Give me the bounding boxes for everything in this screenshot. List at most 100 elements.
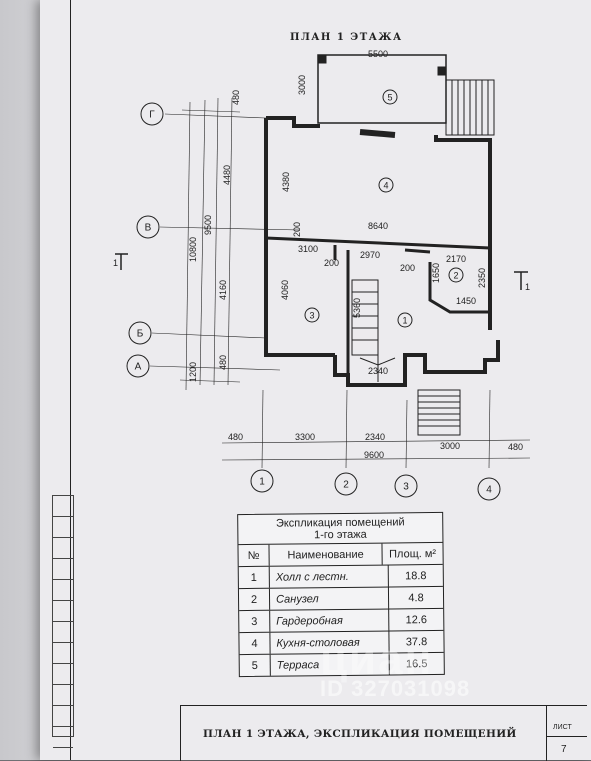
sheet-frame <box>70 0 587 760</box>
terrace-stairs <box>445 79 495 136</box>
axis-v-circle <box>136 215 160 239</box>
terrace-outline <box>317 54 447 124</box>
axis-1-label: 1 <box>259 477 265 488</box>
dim-4060: 4060 <box>280 280 290 300</box>
room-3-label: 3 <box>309 310 314 320</box>
terrace-post-left <box>317 54 327 64</box>
axis-g-label: Г <box>149 110 155 121</box>
row-name: Холл с лестн. <box>269 565 389 588</box>
table-row: 1 Холл с лестн. 18.8 <box>238 564 443 590</box>
table-row: 2 Санузел 4.8 <box>238 586 444 612</box>
left-dimension-lines <box>179 97 241 391</box>
section-mark-left-label: 1 <box>113 258 118 268</box>
axis-3-circle <box>394 474 418 498</box>
section-mark-right-label: 1 <box>525 282 530 292</box>
row-axis-lines <box>149 113 301 371</box>
dim-3100: 3100 <box>298 244 318 254</box>
axis-3-label: 3 <box>403 482 409 493</box>
dim-4380: 4380 <box>281 172 291 192</box>
outer-wall-bottom <box>333 340 500 387</box>
dim-3000-bottom: 3000 <box>440 441 460 451</box>
dim-480-bottom: 480 <box>218 355 228 370</box>
dim-9500: 9500 <box>203 215 213 235</box>
dim-2340-bottom: 2340 <box>365 432 385 442</box>
axis-g-circle <box>140 102 164 126</box>
dim-5500: 5500 <box>368 49 388 59</box>
dim-2170: 2170 <box>446 254 466 264</box>
room-5-label: 5 <box>387 92 392 102</box>
title-block: ПЛАН 1 ЭТАЖА, ЭКСПЛИКАЦИЯ ПОМЕЩЕНИЙ ЛИСТ… <box>180 705 587 761</box>
watermark-brand: циан <box>320 635 434 684</box>
kitchen-island <box>359 129 396 138</box>
dim-480-bottom-right: 480 <box>508 442 523 452</box>
outer-wall-main <box>264 116 492 357</box>
header-area: Площ. м² <box>389 547 437 560</box>
watermark-id: ID 327031098 <box>320 676 471 701</box>
sheet-label: ЛИСТ <box>553 724 572 731</box>
dim-8640: 8640 <box>368 221 388 231</box>
room-1-label: 1 <box>402 315 407 325</box>
room-4-circle <box>378 177 394 193</box>
side-stamp <box>52 495 74 748</box>
axis-b-label: Б <box>137 329 144 340</box>
row-area: 4.8 <box>408 591 424 604</box>
dim-200-bath: 200 <box>400 263 415 273</box>
dim-1450: 1450 <box>456 296 476 306</box>
dim-3300: 3300 <box>295 432 315 442</box>
axis-a-circle <box>126 354 150 378</box>
title-block-text: ПЛАН 1 ЭТАЖА, ЭКСПЛИКАЦИЯ ПОМЕЩЕНИЙ <box>203 728 517 740</box>
plan-title: ПЛАН 1 ЭТАЖА <box>290 32 403 43</box>
dim-480-top: 480 <box>231 90 241 105</box>
dim-480-bottom-left: 480 <box>228 432 243 442</box>
room-5-circle <box>382 89 398 105</box>
bottom-dimension-lines <box>221 389 531 469</box>
dim-5360: 5360 <box>352 298 362 318</box>
dim-200-top: 200 <box>292 222 302 237</box>
dim-9600: 9600 <box>364 450 384 460</box>
axis-v-label: В <box>145 223 152 234</box>
room-2-label: 2 <box>453 270 458 280</box>
room-4-label: 4 <box>383 180 388 190</box>
dim-10800: 10800 <box>188 237 198 262</box>
sheet-divider <box>547 736 587 737</box>
header-num: № <box>238 544 270 567</box>
kitchen-wall <box>265 236 491 250</box>
axis-4-circle <box>477 477 501 501</box>
row-area: 18.8 <box>405 569 427 582</box>
row-num: 5 <box>239 654 271 677</box>
dim-1650: 1650 <box>431 263 441 283</box>
dim-2350: 2350 <box>477 268 487 288</box>
dim-4480: 4480 <box>222 165 232 185</box>
bathroom-walls <box>404 248 490 314</box>
terrace-post-right <box>437 66 447 76</box>
room-3-circle <box>304 307 320 323</box>
dim-200-left: 200 <box>324 258 339 268</box>
axis-4-label: 4 <box>486 485 492 496</box>
row-num: 2 <box>238 588 271 611</box>
dim-3000-terrace: 3000 <box>297 75 307 95</box>
room-2-circle <box>448 267 464 283</box>
sheet-number-cell: ЛИСТ 7 <box>546 706 587 761</box>
dim-1200: 1200 <box>188 362 198 382</box>
axis-b-circle <box>128 321 152 345</box>
table-row: 3 Гардеробная 12.6 <box>239 608 444 634</box>
sheet-number: 7 <box>561 744 567 755</box>
row-name: Гардеробная <box>270 609 390 632</box>
table-header-row: № Наименование Площ. м² <box>238 542 443 568</box>
axis-2-label: 2 <box>343 480 349 491</box>
row-name: Санузел <box>269 587 390 610</box>
hall-stairs <box>351 279 396 382</box>
section-mark-left <box>115 253 128 270</box>
table-title-line2: 1-го этажа <box>314 528 367 542</box>
axis-2-circle <box>334 472 358 496</box>
row-num: 1 <box>238 566 270 589</box>
table-title: Экспликация помещений 1-го этажа <box>238 512 443 546</box>
row-area: 12.6 <box>405 613 428 626</box>
dim-4160: 4160 <box>218 280 228 300</box>
section-mark-right <box>514 271 528 290</box>
room-1-circle <box>397 312 413 328</box>
entrance-stairs <box>417 389 461 436</box>
row-num: 3 <box>239 610 271 633</box>
axis-a-label: А <box>135 362 142 373</box>
